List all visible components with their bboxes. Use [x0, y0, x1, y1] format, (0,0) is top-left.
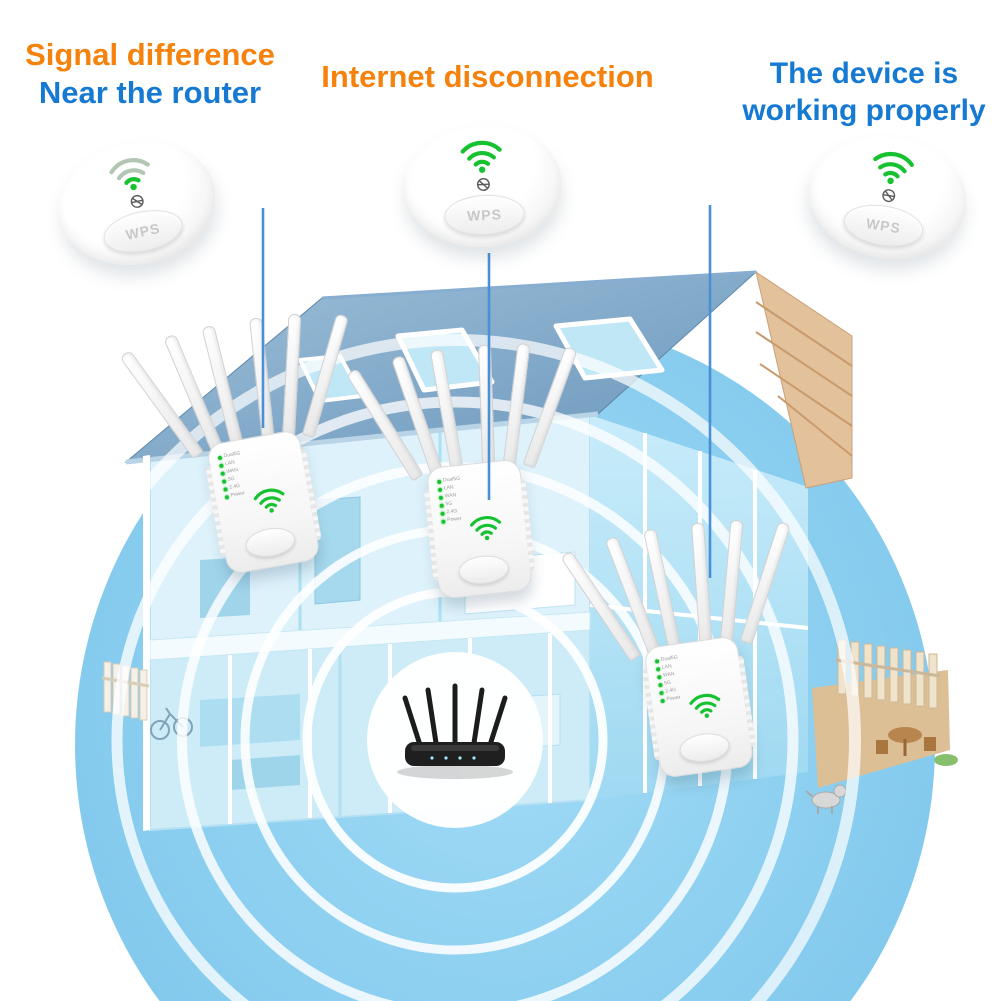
wifi-repeater-2: Dual5G LAN WAN 5G 2.4G Power	[345, 323, 578, 605]
antenna	[281, 313, 302, 441]
grass-tuft	[934, 754, 958, 766]
led-label: WAN	[226, 467, 239, 475]
internet-globe-icon	[476, 178, 490, 191]
wifi-logo-icon	[467, 512, 504, 548]
repeater-body: Dual5G LAN WAN 5G 2.4G Power	[205, 428, 322, 576]
led-label: 2.4G	[446, 508, 458, 516]
led-light	[656, 674, 662, 679]
garden-table	[876, 727, 936, 756]
led-light	[659, 690, 664, 695]
led-label: Dual5G	[660, 654, 679, 663]
brick-gable	[755, 270, 853, 489]
led-label: Dual5G	[223, 450, 241, 460]
antenna	[690, 522, 713, 649]
caption-line: Near the router	[38, 74, 262, 110]
caption-line: working properly	[742, 93, 986, 127]
led-light	[439, 503, 444, 508]
led-light	[660, 698, 665, 703]
dog	[805, 784, 847, 814]
led-panel: Dual5G LAN WAN 5G 2.4G Power	[217, 450, 247, 500]
left-wall-edge	[143, 455, 150, 831]
led-label: Power	[666, 694, 681, 703]
led-label: LAN	[443, 484, 454, 492]
led-light	[658, 682, 663, 687]
wps-button	[243, 524, 298, 561]
internet-globe-icon	[130, 195, 144, 209]
led-light	[217, 455, 223, 460]
led-light	[438, 495, 444, 500]
led-label: LAN	[661, 663, 673, 671]
led-label: LAN	[224, 459, 236, 468]
led-label: 5G	[227, 475, 236, 483]
router	[397, 683, 513, 779]
caption-line: The device is	[769, 57, 959, 90]
led-light	[440, 511, 445, 516]
led-light	[441, 519, 446, 524]
led-light	[654, 658, 660, 664]
wps-button	[457, 553, 510, 587]
led-label: 5G	[663, 679, 672, 687]
device-top-view-near-router: WPS	[47, 126, 227, 280]
router-antennas	[402, 683, 508, 748]
repeater-body: Dual5G LAN WAN 5G 2.4G Power	[643, 635, 755, 779]
led-label: Power	[230, 490, 246, 499]
wifi-repeater-3: Dual5G LAN WAN 5G 2.4G Power	[560, 500, 791, 786]
led-light	[218, 462, 224, 468]
led-panel: Dual5G LAN WAN 5G 2.4G Power	[654, 654, 684, 703]
led-label: Power	[446, 515, 462, 524]
led-light	[436, 479, 442, 484]
led-light	[224, 494, 230, 500]
wps-button	[677, 730, 732, 765]
led-label: 2.4G	[664, 687, 677, 695]
antenna	[719, 519, 744, 647]
wps-button: WPS	[443, 192, 526, 238]
internet-globe-icon	[881, 189, 895, 203]
led-label: WAN	[662, 671, 675, 679]
wps-button: WPS	[840, 199, 927, 252]
caption-line: Internet disconnection	[321, 59, 654, 94]
led-light	[220, 470, 225, 476]
led-label: 5G	[445, 500, 453, 508]
wifi-signal-icon	[109, 158, 150, 191]
led-label: Dual5G	[442, 475, 461, 484]
antenna	[249, 317, 276, 444]
wps-button: WPS	[99, 203, 187, 260]
caption-working-properly: The device is working properly	[728, 56, 1000, 129]
antenna	[477, 344, 496, 471]
device-top-view-working: WPS	[800, 124, 976, 270]
wifi-logo-icon	[250, 483, 289, 521]
caption-signal-difference: Signal difference Near the router	[0, 36, 300, 112]
wifi-signal-icon	[460, 140, 502, 173]
led-light	[223, 486, 228, 492]
wifi-logo-icon	[686, 689, 724, 726]
wifi-repeater-1: Dual5G LAN WAN 5G 2.4G Power	[119, 293, 350, 583]
device-top-view-disconnection: WPS	[400, 120, 566, 252]
caption-internet-disconnection: Internet disconnection	[290, 58, 685, 96]
led-light	[655, 666, 661, 672]
wifi-signal-icon	[873, 151, 914, 185]
led-panel: Dual5G LAN WAN 5G 2.4G Power	[436, 475, 465, 524]
led-label: WAN	[444, 492, 457, 500]
right-fence	[835, 639, 941, 709]
led-label: 2.4G	[228, 482, 241, 491]
led-light	[221, 478, 227, 484]
led-light	[437, 487, 443, 492]
garden	[805, 639, 958, 814]
repeater-body: Dual5G LAN WAN 5G 2.4G Power	[425, 458, 534, 600]
caption-line: Signal difference	[25, 37, 275, 72]
